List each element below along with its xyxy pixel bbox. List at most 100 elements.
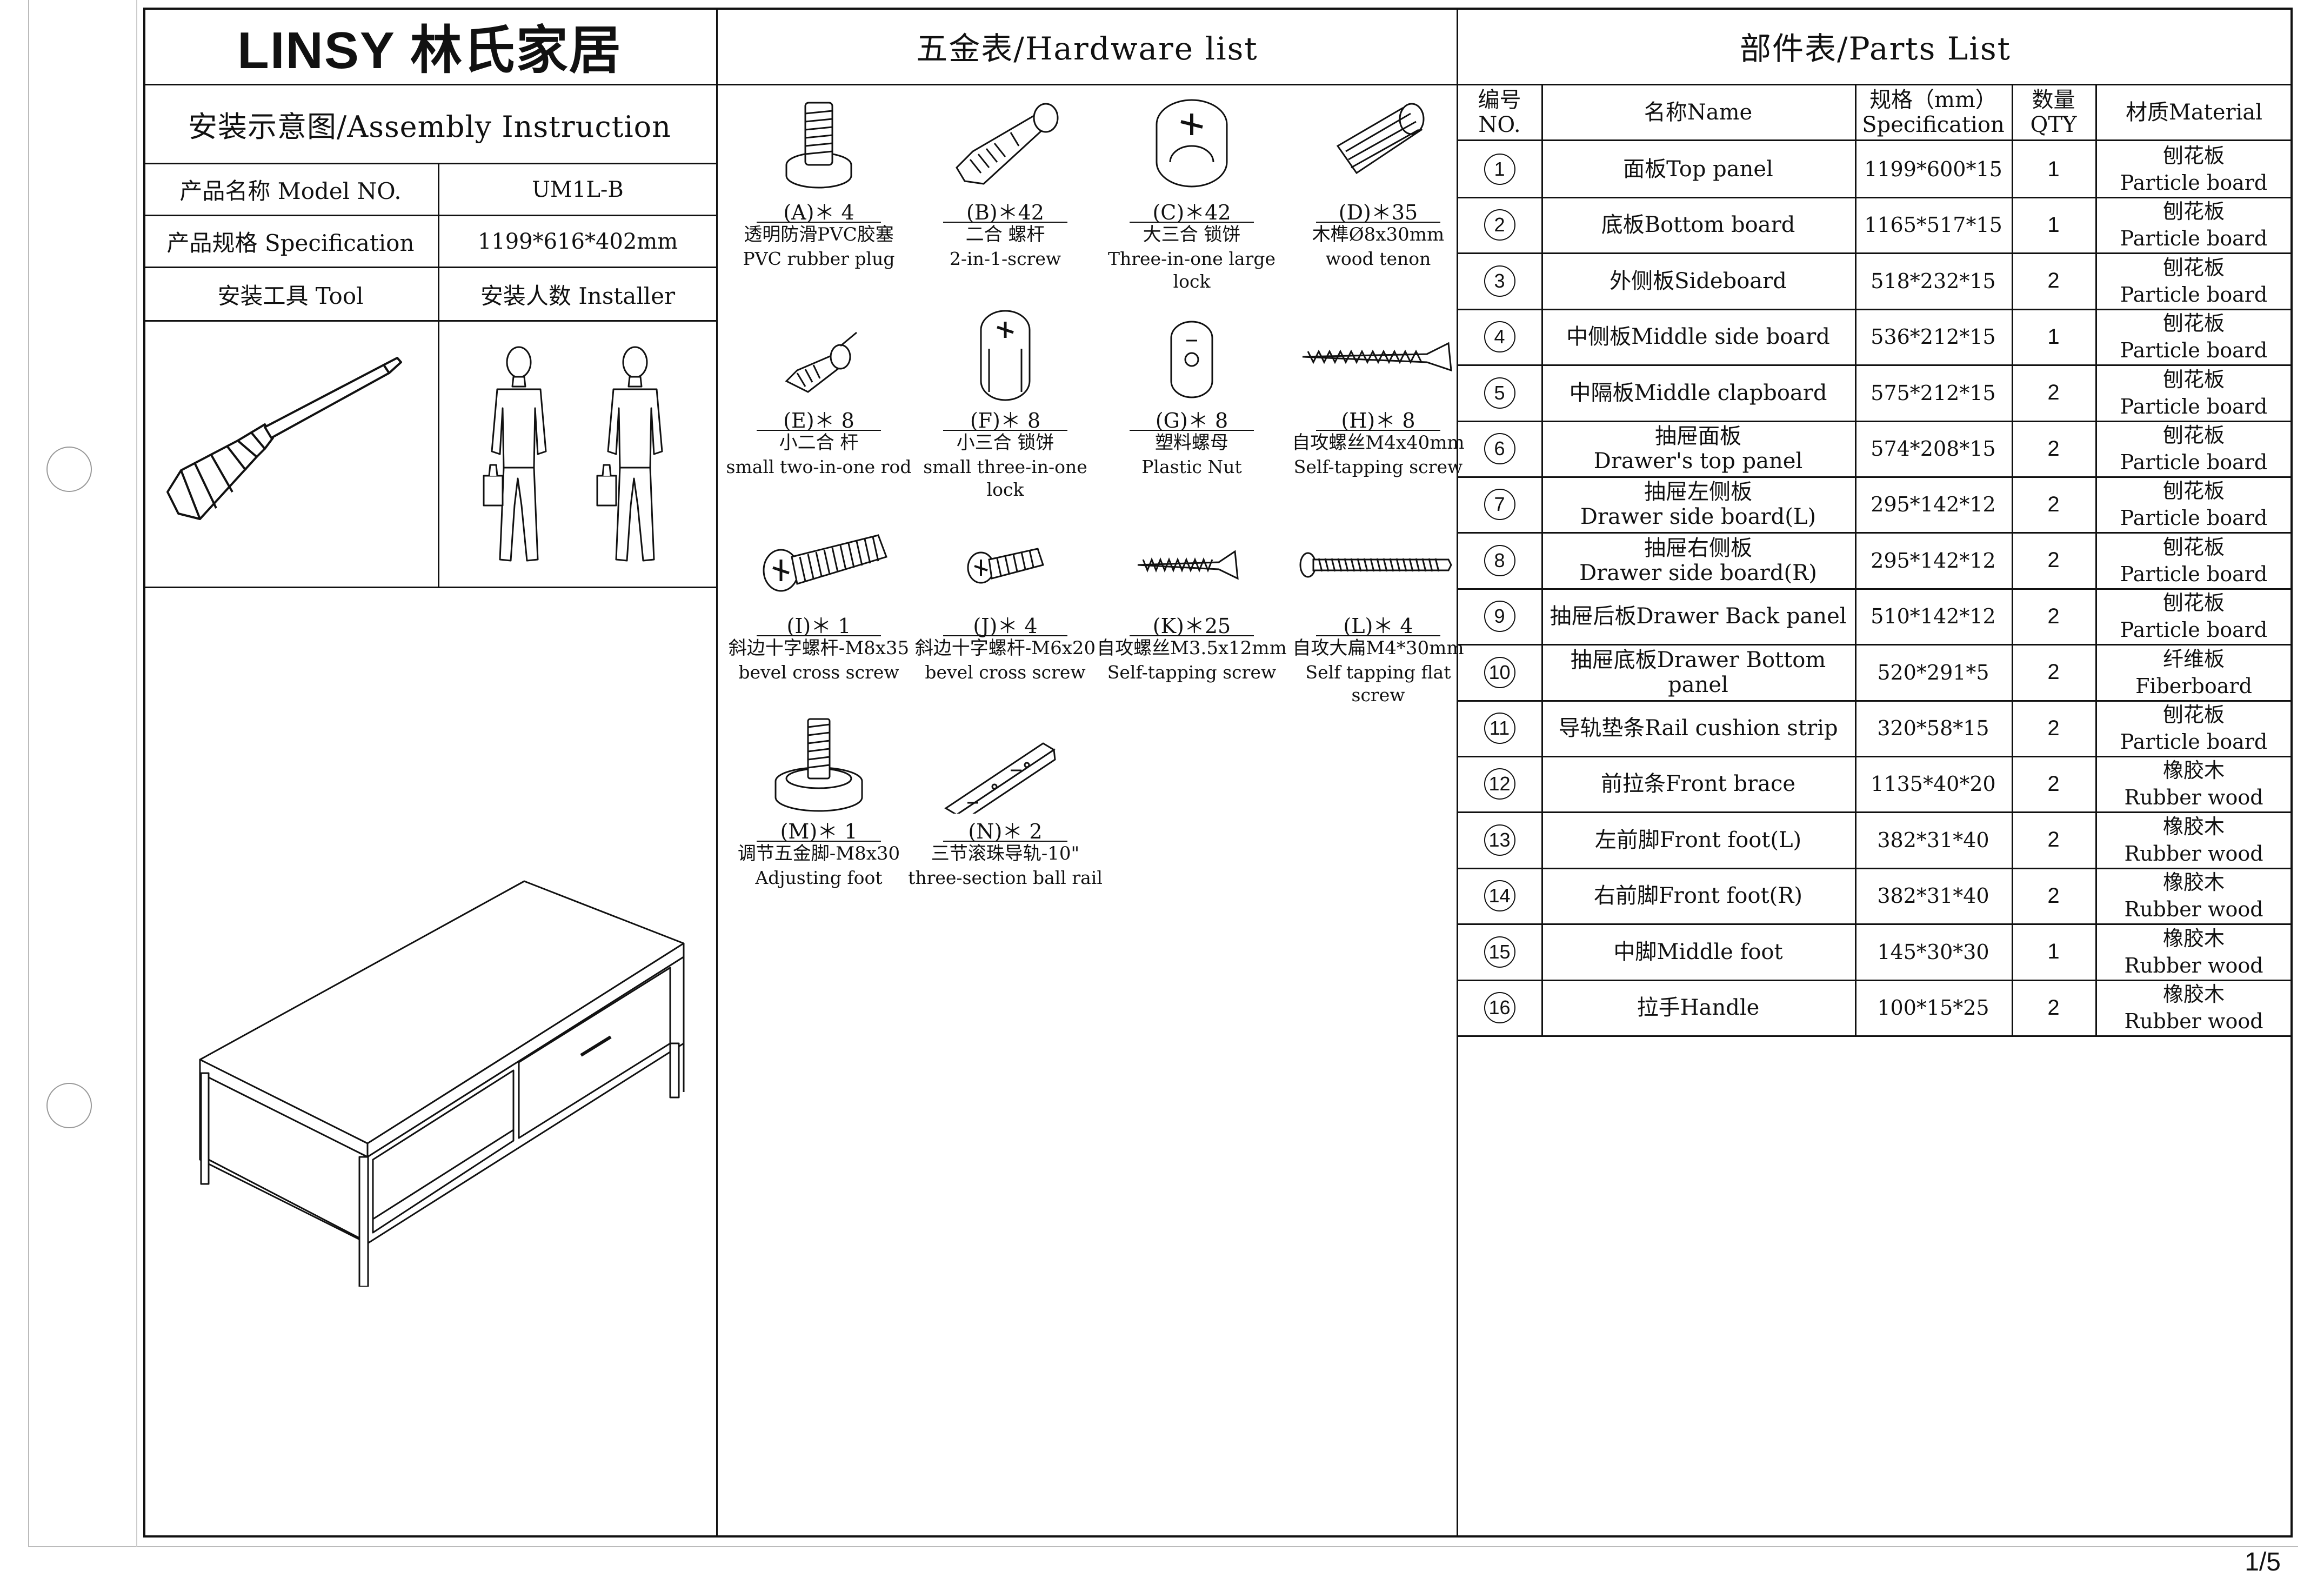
installer-person-icon bbox=[596, 346, 663, 562]
hardware-code: (H)＊ 8 bbox=[1341, 409, 1415, 432]
hardware-name-cn: 自攻大扁M4*30mm bbox=[1292, 637, 1464, 659]
part-qty: 1 bbox=[2047, 940, 2060, 964]
large-cam-lock-icon bbox=[1156, 99, 1228, 188]
short-screw-icon bbox=[1137, 550, 1239, 580]
part-number: 10 bbox=[1458, 644, 1541, 701]
hardware-code: (K)＊25 bbox=[1152, 614, 1231, 638]
part-number: 8 bbox=[1458, 533, 1541, 589]
hardware-name-en: 2-in-1-screw bbox=[949, 248, 1061, 269]
parts-header-num-text: 编号NO. bbox=[1478, 88, 1521, 137]
two-in-one-screw-icon bbox=[956, 103, 1059, 185]
part-name: 抽屉左侧板 Drawer side board(L) bbox=[1580, 480, 1817, 530]
part-spec: 1135*40*20 bbox=[1871, 772, 1996, 796]
part-qty: 2 bbox=[2047, 716, 2060, 740]
part-material-cn: 刨花板 bbox=[2162, 479, 2225, 503]
screwdriver-icon bbox=[166, 357, 402, 520]
part-number: 6 bbox=[1458, 421, 1541, 477]
hardware-name-cn: 小二合 杆 bbox=[779, 432, 859, 454]
assembly-instruction-title-text: 安装示意图/Assembly Instruction bbox=[188, 110, 671, 144]
part-number-circle: 15 bbox=[1484, 936, 1515, 968]
hardware-name-en: small two-in-one rod bbox=[726, 456, 912, 477]
part-number-circle: 10 bbox=[1484, 656, 1515, 688]
part-material-cn: 刨花板 bbox=[2162, 144, 2225, 168]
part-material-cn: 橡胶木 bbox=[2162, 814, 2225, 838]
coffee-table-illustration bbox=[199, 880, 685, 1287]
brand-logo: LINSY 林氏家居 bbox=[143, 8, 716, 84]
part-spec: 575*212*15 bbox=[1871, 381, 1996, 405]
part-qty: 1 bbox=[2047, 212, 2060, 237]
spec-label-text: 产品规格 Specification bbox=[166, 230, 415, 256]
part-qty: 2 bbox=[2047, 436, 2060, 461]
hardware-code: (J)＊ 4 bbox=[973, 614, 1038, 638]
hardware-code: (D)＊35 bbox=[1338, 201, 1418, 224]
part-qty: 2 bbox=[2047, 995, 2060, 1020]
part-qty: 2 bbox=[2047, 269, 2060, 293]
part-number-circle: 6 bbox=[1484, 433, 1515, 464]
parts-header-spec-en: Specification bbox=[1862, 112, 2005, 137]
hardware-code: (B)＊42 bbox=[966, 201, 1044, 224]
long-screw-icon bbox=[1302, 342, 1452, 372]
installer-person-icon bbox=[483, 346, 547, 562]
hardware-rule bbox=[1130, 430, 1254, 431]
part-name: 中脚Middle foot bbox=[1613, 939, 1783, 964]
part-material-cn: 刨花板 bbox=[2162, 311, 2225, 336]
part-qty: 2 bbox=[2047, 660, 2060, 684]
part-material-en: Rubber wood bbox=[2124, 953, 2263, 977]
hardware-name-en: Self-tapping screw bbox=[1107, 662, 1277, 683]
page-number: 1/5 bbox=[2216, 1547, 2281, 1580]
hardware-rule bbox=[943, 430, 1067, 431]
bevel-screw-large-icon bbox=[763, 534, 887, 592]
spec-value-text: 1199*616*402mm bbox=[477, 229, 678, 254]
small-cam-lock-icon bbox=[980, 310, 1031, 401]
part-number-circle: 16 bbox=[1484, 992, 1515, 1023]
part-name: 抽屉面板 Drawer's top panel bbox=[1593, 424, 1803, 474]
part-number: 12 bbox=[1458, 756, 1541, 812]
hardware-rule bbox=[1316, 222, 1440, 223]
spec-label: 产品规格 Specification bbox=[143, 216, 438, 267]
part-material-en: Particle board bbox=[2120, 618, 2268, 642]
hardware-name-cn: 自攻螺丝M4x40mm bbox=[1292, 432, 1465, 454]
small-rod-icon bbox=[785, 331, 857, 393]
binder-hole-icon bbox=[46, 447, 92, 492]
part-spec: 574*208*15 bbox=[1871, 437, 1996, 461]
hardware-name-cn: 自攻螺丝M3.5x12mm bbox=[1097, 637, 1287, 659]
hardware-name-en: Plastic Nut bbox=[1141, 456, 1242, 477]
hardware-name-cn: 小三合 锁饼 bbox=[956, 432, 1054, 454]
hardware-code: (C)＊42 bbox=[1152, 201, 1231, 224]
part-number: 3 bbox=[1458, 253, 1541, 309]
model-value: UM1L-B bbox=[439, 164, 716, 215]
parts-header-qty: 数量QTY bbox=[2012, 85, 2095, 139]
parts-header-spec: 规格（mm） Specification bbox=[1855, 85, 2012, 139]
part-number: 7 bbox=[1458, 476, 1541, 533]
parts-header-material-text: 材质Material bbox=[2125, 100, 2263, 125]
hardware-name-cn: 三节滚珠导轨-10" bbox=[931, 843, 1080, 864]
hardware-code: (F)＊ 8 bbox=[970, 409, 1041, 432]
part-number: 11 bbox=[1458, 700, 1541, 756]
hardware-name-cn: 调节五金脚-M8x30 bbox=[737, 843, 900, 864]
part-number: 4 bbox=[1458, 309, 1541, 365]
part-material-cn: 橡胶木 bbox=[2162, 926, 2225, 950]
part-name: 中隔板Middle clapboard bbox=[1569, 380, 1827, 405]
part-number-circle: 3 bbox=[1484, 265, 1515, 297]
part-qty: 1 bbox=[2047, 157, 2060, 181]
part-spec: 520*291*5 bbox=[1877, 660, 1989, 684]
hardware-name-cn: 透明防滑PVC胶塞 bbox=[744, 224, 894, 245]
part-material-cn: 刨花板 bbox=[2162, 703, 2225, 727]
part-material: 橡胶木 Rubber wood bbox=[2095, 924, 2292, 980]
